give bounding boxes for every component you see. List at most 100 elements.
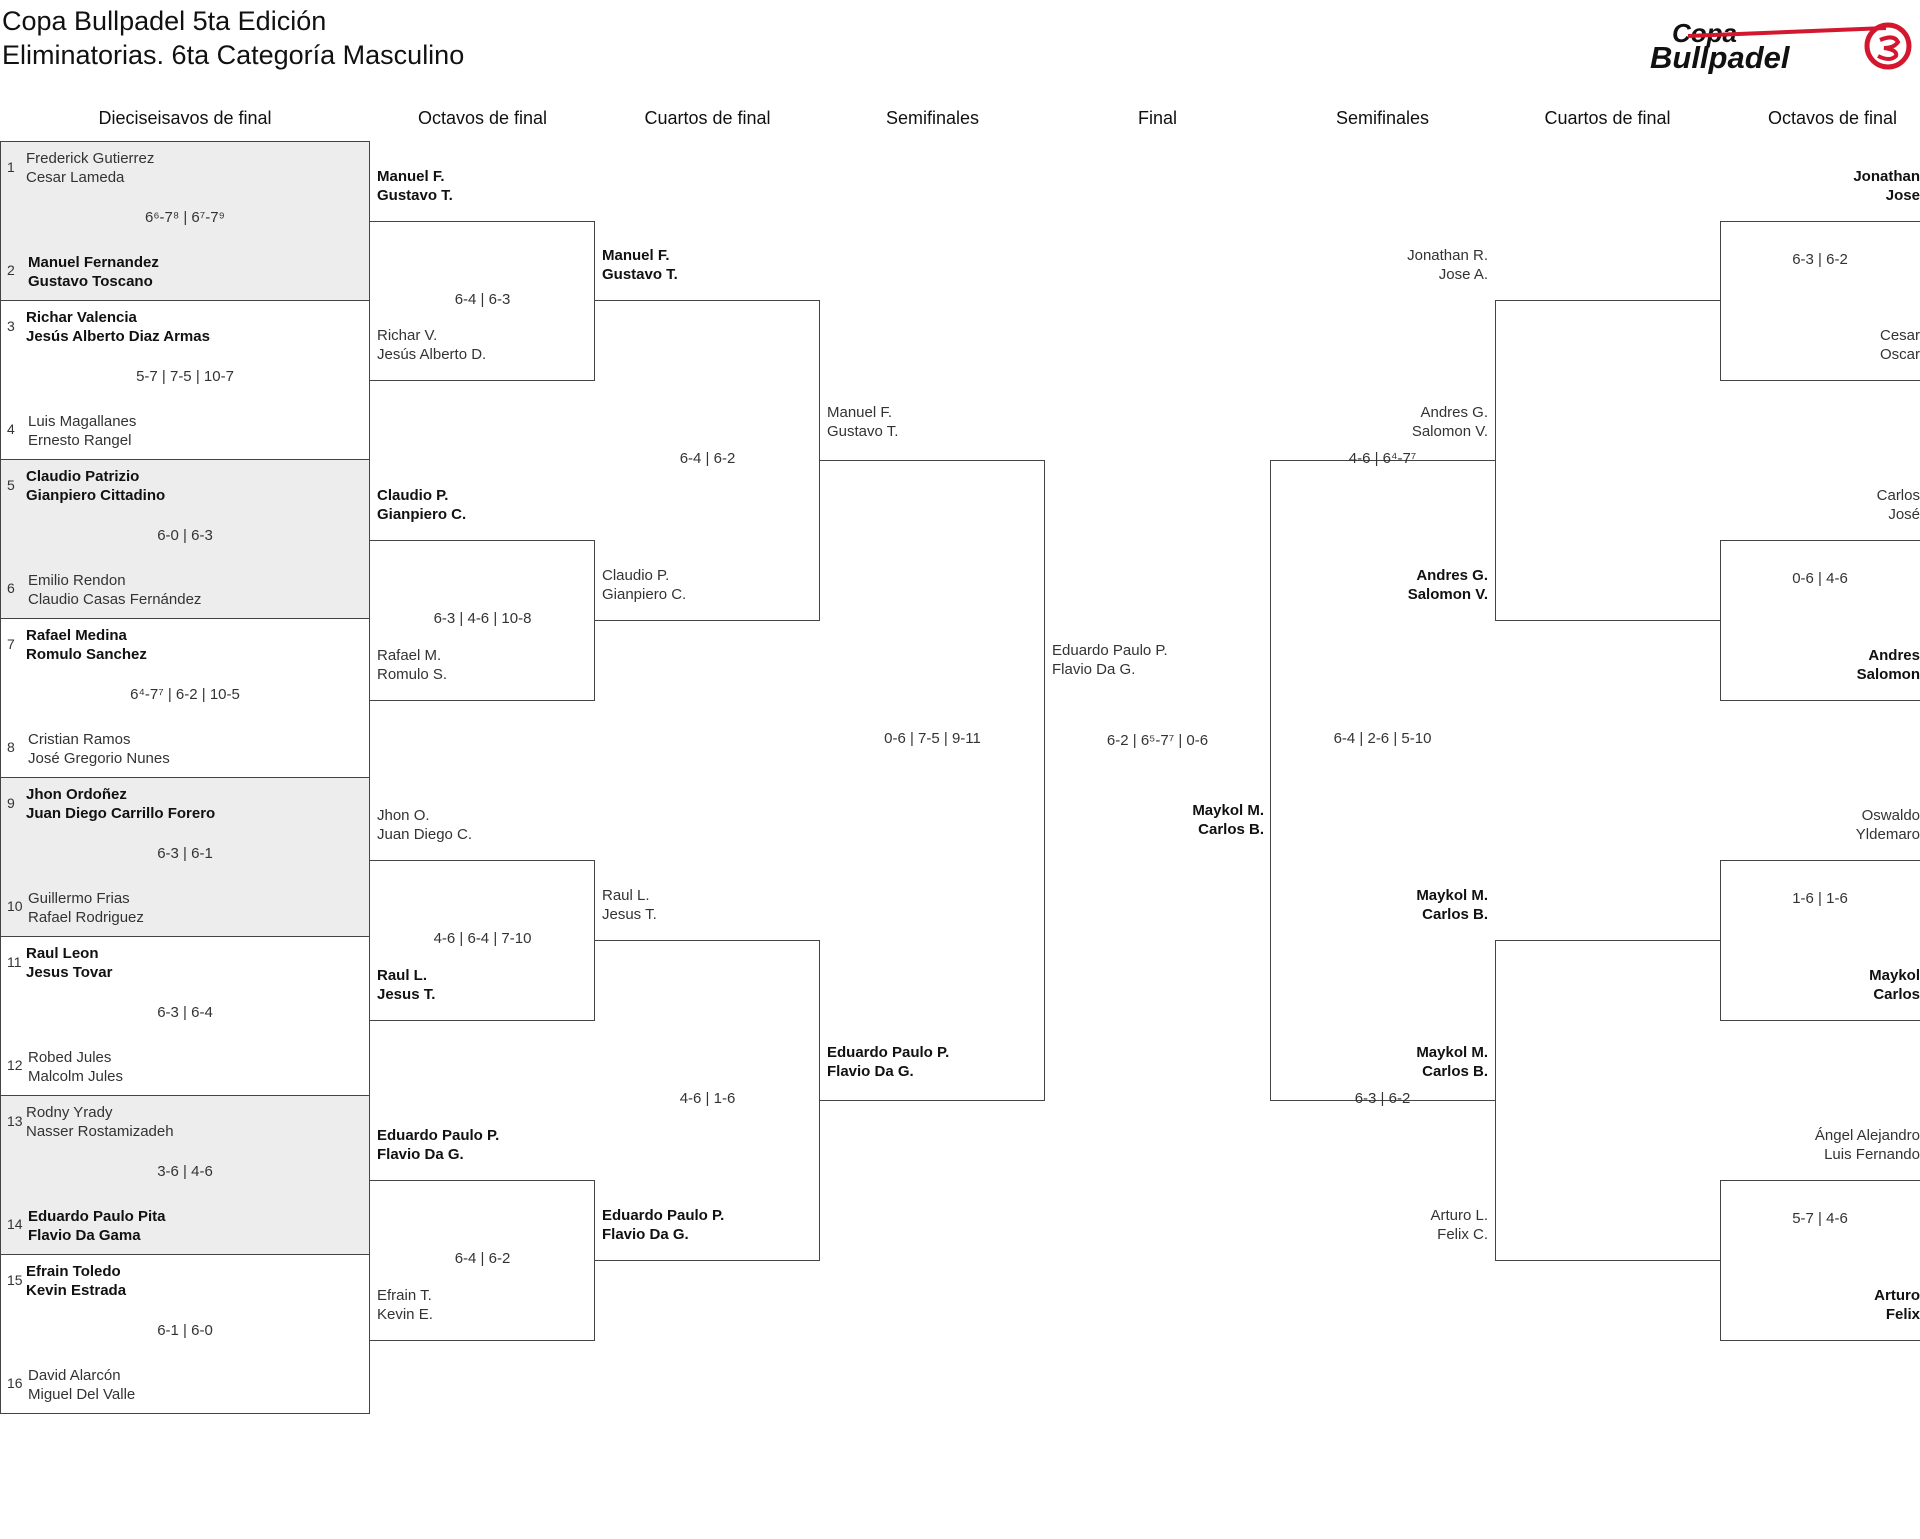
team-pair: Eduardo Paulo P. Flavio Da G. [1052,641,1168,679]
player-name: Felix C. [1437,1226,1488,1243]
player-name: David Alarcón [28,1367,121,1384]
match-score: 6⁶-7⁸ | 6⁷-7⁹ [145,209,225,226]
player-name: Richar Valencia [26,309,137,326]
player-name: Juan Diego Carrillo Forero [26,805,216,822]
team-pair: Arturo L.Felix C. [1288,1206,1488,1244]
team-pair: Manuel F. Gustavo T. [377,167,453,205]
player-name: Luis Fernando [1824,1146,1920,1163]
seed-number: 5 [7,477,15,493]
seed-number: 7 [7,636,15,652]
player-name: Jonathan [1853,168,1920,185]
match-score: 6-3 | 6-2 [1354,1090,1411,1107]
seed-number: 16 [7,1375,23,1391]
player-name: Cristian Ramos [28,731,131,748]
match-score: 6-3 | 4-6 | 10-8 [433,610,532,627]
header-quarters-right: Cuartos de final [1544,108,1671,128]
player-name: Yldemaro [1855,826,1920,843]
player-name: Robed Jules [28,1049,112,1066]
player-name: Flavio Da G. [1052,661,1136,678]
team-pair: Richar V.Jesús Alberto D. [377,326,486,364]
match-cell [0,777,370,937]
match-cell [0,1254,370,1414]
team-pair: Manuel F.Gustavo T. [827,403,898,441]
player-name: Jose A. [1438,266,1488,283]
match-score: 6-4 | 6-2 [679,450,736,467]
player-name: Felix [1885,1306,1920,1323]
player-name: Jhon Ordoñez [26,786,127,803]
match-score: 6-4 | 2-6 | 5-10 [1333,730,1432,747]
team-pair: Eduardo Paulo P. Flavio Da G. [827,1043,949,1081]
match-cell [0,141,370,301]
player-name: Eduardo Paulo P. [1052,642,1168,659]
match-score: 6-0 | 6-3 [157,527,213,544]
header-semis-left: Semifinales [885,108,980,128]
player-name: Carlos B. [1422,906,1488,923]
seed-number: 15 [7,1272,23,1288]
match-score: 6-3 | 6-1 [157,845,213,862]
player-name: Raul Leon [26,945,99,962]
bracket-connector [1720,221,1920,381]
bracket-connector [1720,1180,1920,1341]
player-name: Ángel Alejandro [1814,1127,1920,1144]
player-name: Eduardo Paulo P. [827,1044,950,1061]
header-round16-right: Octavos de final [1767,108,1898,128]
match-score: 3-6 | 4-6 [157,1163,213,1180]
match-score: 0-6 | 4-6 [1792,570,1848,587]
player-name: Efrain Toledo [26,1263,121,1280]
match-score: 4-6 | 1-6 [679,1090,736,1107]
match-score: 5-7 | 7-5 | 10-7 [136,368,234,385]
player-name: Gianpiero C. [377,506,467,523]
player-name: Manuel Fernandez [28,254,159,271]
seed-number: 1 [7,159,15,175]
seed-number: 3 [7,318,15,334]
player-name: Maykol M. [1416,1044,1488,1061]
bracket-connector [595,940,820,1261]
seed-number: 8 [7,739,15,755]
player-name: Gustavo T. [377,187,453,204]
player-name: Manuel F. [377,168,445,185]
team-pair: Eduardo Paulo P.Flavio Da G. [602,1206,724,1244]
player-name: Jose [1885,187,1920,204]
player-name: Salomon [1856,666,1920,683]
player-name: Eduardo Paulo Pita [28,1208,166,1225]
player-name: Jesus T. [377,986,436,1003]
player-name: Salomon V. [1407,586,1488,603]
team-pair: Maykol M.Carlos B. [1288,1043,1488,1081]
seed-number: 14 [7,1216,23,1232]
bracket-connector [820,460,1045,1101]
player-name: Maykol M. [1192,802,1264,819]
team-pair: Manuel F.Gustavo T. [602,246,678,284]
player-name: Claudio P. [602,567,670,584]
player-name: Cesar Lameda [26,169,125,186]
match-score: 4-6 | 6-4 | 7-10 [433,930,532,947]
player-name: Flavio Da G. [827,1063,914,1080]
bracket-connector [1495,940,1720,1261]
team-pair: Claudio P.Gianpiero C. [602,566,686,604]
team-pair: Maykol M.Carlos B. [1288,886,1488,924]
player-name: Claudio P. [377,487,449,504]
player-name: Oswaldo [1861,807,1920,824]
team-pair: Jonathan R.Jose A. [1288,246,1488,284]
player-name: Salomon V. [1411,423,1488,440]
player-name: Carlos [1876,487,1920,504]
seed-number: 9 [7,795,15,811]
player-name: Flavio Da Gama [28,1227,141,1244]
player-name: Andres G. [1416,567,1488,584]
player-name: Kevin Estrada [26,1282,127,1299]
